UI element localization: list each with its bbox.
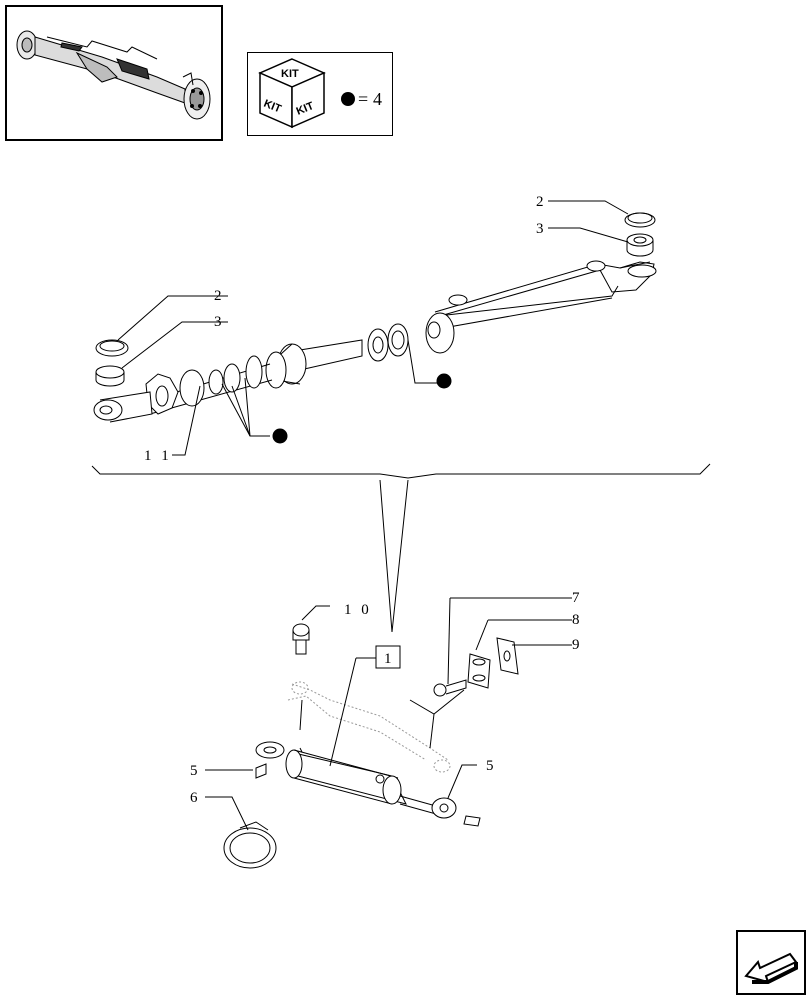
callout-3-left: 3 bbox=[214, 314, 225, 330]
callout-9: 9 bbox=[572, 637, 583, 653]
axle-thumbnail-drawing bbox=[16, 30, 211, 120]
grease-nipple-left bbox=[255, 763, 267, 779]
callout-2-top: 2 bbox=[536, 194, 547, 210]
pin-bolt bbox=[292, 623, 310, 655]
hose-clamp bbox=[223, 821, 277, 869]
clip-ring-left bbox=[95, 339, 129, 357]
bracket-clip bbox=[467, 653, 491, 689]
cylinder-body bbox=[425, 260, 657, 354]
callout-5-right: 5 bbox=[486, 758, 497, 774]
kit-dot-marker-right bbox=[436, 373, 452, 389]
grease-nipple-right bbox=[463, 815, 481, 827]
bushing-top bbox=[626, 233, 654, 257]
kit-dot-marker-left bbox=[272, 428, 288, 444]
callout-5-left: 5 bbox=[190, 763, 201, 779]
callout-2-left: 2 bbox=[214, 288, 225, 304]
kit-legend-drawing: KIT KIT KIT = 4 bbox=[258, 58, 382, 129]
kit-legend: KIT KIT KIT = 4 bbox=[247, 52, 393, 136]
callout-10: 1 0 bbox=[344, 602, 372, 618]
bushing-left bbox=[95, 365, 125, 387]
assembly-brace bbox=[91, 463, 711, 479]
seal-rings-right bbox=[367, 323, 409, 362]
nav-arrow-button[interactable] bbox=[736, 930, 806, 995]
ref-1-box bbox=[375, 645, 401, 669]
callout-8: 8 bbox=[572, 612, 583, 628]
callout-11: 1 1 bbox=[144, 448, 172, 464]
kit-cube-icon bbox=[258, 58, 326, 129]
ghost-link bbox=[287, 681, 451, 773]
clip-ring-top bbox=[624, 212, 656, 228]
callout-6: 6 bbox=[190, 790, 201, 806]
kit-number: 4 bbox=[373, 89, 382, 109]
callout-7: 7 bbox=[572, 590, 583, 606]
kit-equals: = bbox=[358, 89, 368, 109]
nav-arrow-icon bbox=[744, 952, 798, 984]
piston-rod bbox=[149, 339, 363, 415]
axle-thumbnail bbox=[5, 5, 223, 141]
kit-dot-icon bbox=[341, 92, 355, 106]
bracket-plate bbox=[496, 637, 519, 675]
rod-eye-left bbox=[93, 391, 153, 423]
callout-1: 1 bbox=[384, 651, 395, 667]
piston-seals bbox=[179, 355, 263, 407]
callout-3-top: 3 bbox=[536, 221, 547, 237]
kit-label-top: KIT bbox=[281, 68, 299, 80]
bracket-bolt bbox=[433, 679, 467, 697]
steering-cylinder bbox=[255, 741, 457, 819]
